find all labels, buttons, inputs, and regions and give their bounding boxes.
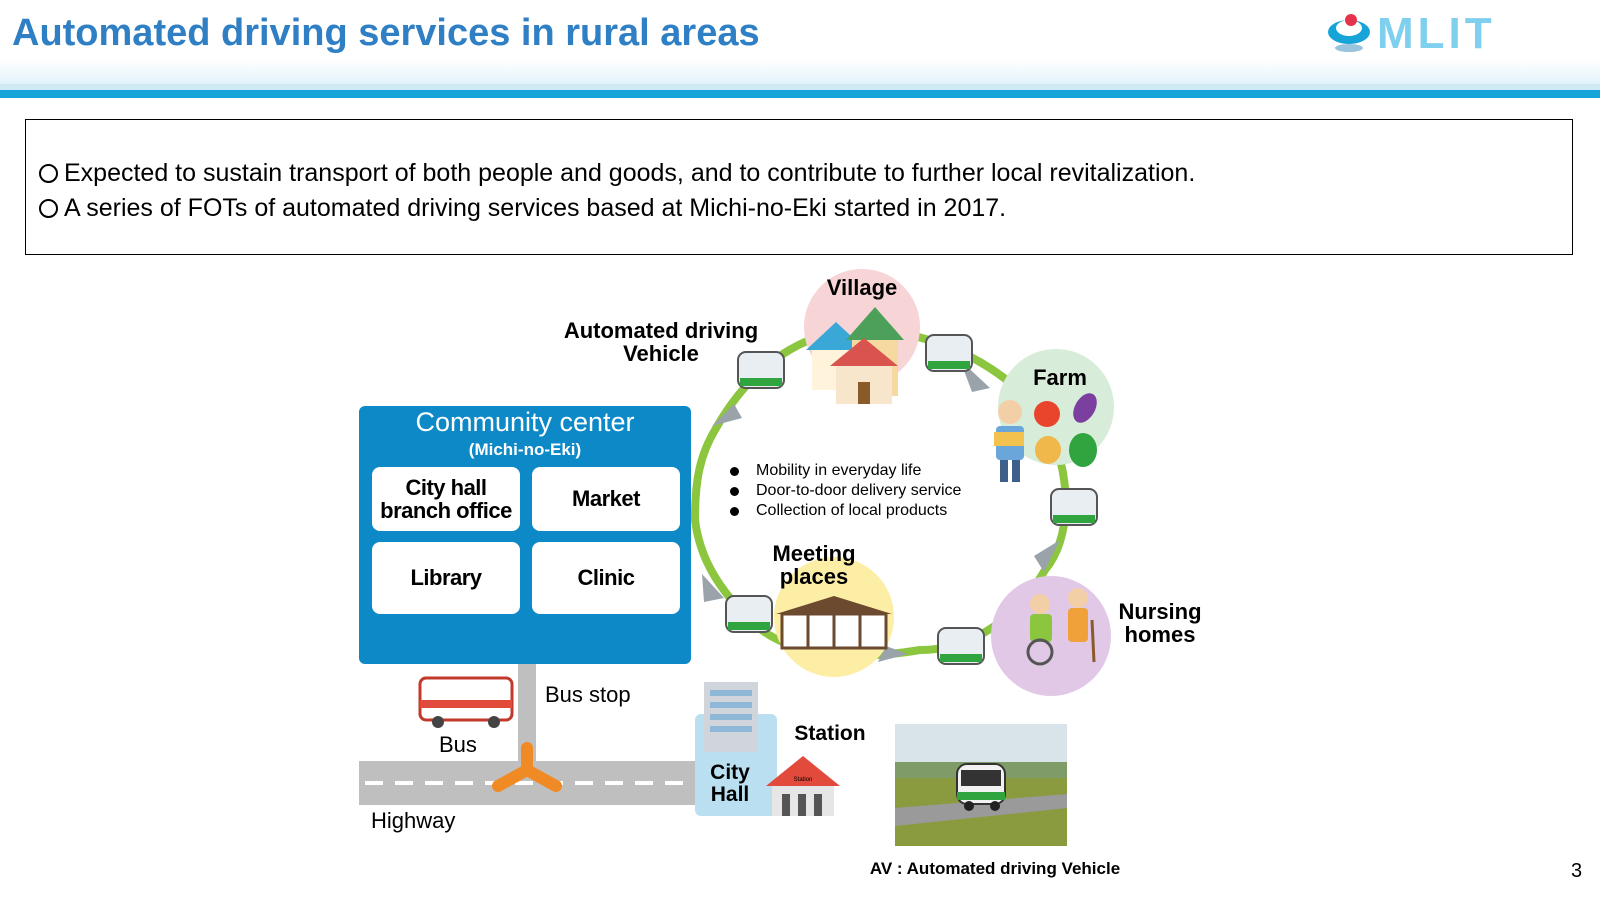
page-number: 3 bbox=[1571, 860, 1583, 882]
community-center-subtitle: (Michi-no-Eki) bbox=[468, 440, 582, 459]
produce-icon bbox=[994, 393, 1097, 482]
bullet-icon bbox=[730, 506, 739, 516]
list-item: Door-to-door delivery service bbox=[730, 481, 961, 501]
list-item: Collection of local products bbox=[730, 501, 961, 521]
summary-point: Expected to sustain transport of both pe… bbox=[39, 156, 1572, 191]
station-icon bbox=[766, 756, 840, 816]
access-road bbox=[518, 664, 536, 764]
list-item: Mobility in everyday life bbox=[730, 461, 961, 481]
summary-box: Expected to sustain transport of both pe… bbox=[25, 119, 1573, 255]
av-caption: AV : Automated driving Vehicle bbox=[869, 859, 1121, 878]
automated-vehicle-icon bbox=[725, 334, 1098, 665]
clinic-box: Clinic bbox=[532, 542, 680, 614]
meeting-label: Meeting places bbox=[772, 541, 856, 590]
vehicle-photo bbox=[895, 724, 1067, 846]
market-box: Market bbox=[532, 467, 680, 531]
header-band-pale bbox=[0, 84, 1600, 90]
station-label: Station bbox=[794, 722, 866, 745]
circle-bullet-icon bbox=[39, 164, 58, 183]
community-center-box bbox=[359, 406, 691, 664]
nursing-label: Nursing homes bbox=[1118, 599, 1202, 648]
bus-label: Bus bbox=[439, 732, 477, 757]
house-icon bbox=[806, 307, 904, 404]
circle-bullet-icon bbox=[39, 199, 58, 218]
community-center-title: Community center bbox=[415, 407, 635, 437]
village-label: Village bbox=[826, 275, 898, 300]
page-title: Automated driving services in rural area… bbox=[12, 12, 760, 54]
svg-text:Station: Station bbox=[794, 777, 813, 783]
elderly-people-icon bbox=[1026, 588, 1096, 666]
mlit-logo: MLIT bbox=[1328, 9, 1496, 54]
bus-icon bbox=[418, 676, 514, 728]
service-list: Mobility in everyday life Door-to-door d… bbox=[730, 461, 961, 521]
bus-stop-label: Bus stop bbox=[545, 682, 631, 707]
svg-text:MLIT: MLIT bbox=[1377, 9, 1496, 54]
header-band bbox=[0, 90, 1600, 98]
library-box: Library bbox=[372, 542, 520, 614]
vehicle-photo-graphic bbox=[895, 724, 1067, 846]
summary-point: A series of FOTs of automated driving se… bbox=[39, 191, 1572, 226]
bullet-icon bbox=[730, 486, 739, 496]
junction-arrow-icon bbox=[492, 742, 562, 792]
city-hall-label: City Hall bbox=[710, 761, 750, 807]
meeting-building-icon bbox=[776, 596, 892, 650]
bullet-icon bbox=[730, 466, 739, 476]
vehicle-label: Automated driving Vehicle bbox=[563, 318, 759, 367]
farm-label: Farm bbox=[1033, 365, 1087, 390]
highway-label: Highway bbox=[371, 808, 456, 833]
